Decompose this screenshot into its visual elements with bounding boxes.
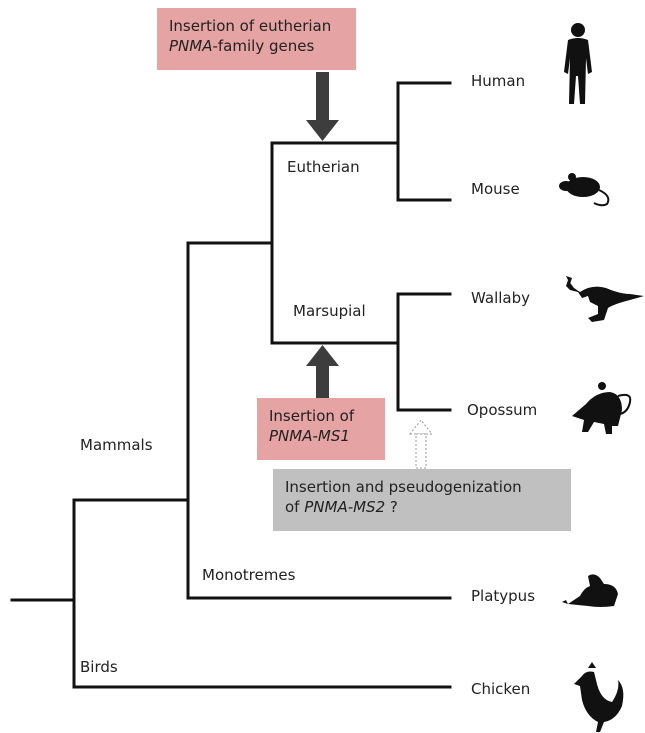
platypus-icon [562, 574, 618, 607]
ms1-insertion-line2: PNMA-MS1 [269, 426, 373, 446]
taxon-label-human: Human [471, 72, 525, 90]
taxon-label-opossum: Opossum [467, 401, 537, 419]
ms1-insertion-line1: Insertion of [269, 406, 373, 426]
ms2-uncertain-arrow [410, 420, 432, 468]
ms1-insertion-box: Insertion of PNMA-MS1 [257, 398, 385, 460]
rooster-icon [574, 662, 623, 732]
pnma-ms2-gene-name: PNMA-MS2 [304, 498, 385, 516]
taxon-label-platypus: Platypus [471, 587, 535, 605]
eutherian-insertion-line2: PNMA-family genes [169, 36, 344, 56]
clade-label-mammals: Mammals [80, 436, 153, 454]
taxon-label-chicken: Chicken [471, 680, 530, 698]
ms2-insertion-line2: of PNMA-MS2 ? [285, 497, 559, 517]
wallaby-icon [566, 276, 644, 322]
mouse-icon [559, 173, 608, 205]
clade-label-birds: Birds [80, 658, 118, 676]
ms2-insertion-line1: Insertion and pseudogenization [285, 477, 559, 497]
eutherian-insertion-rest: -family genes [212, 37, 314, 55]
clade-label-eutherian: Eutherian [287, 158, 360, 176]
eutherian-insertion-arrow [306, 72, 339, 141]
ms2-suffix: ? [385, 498, 398, 516]
ms2-insertion-box: Insertion and pseudogenization of PNMA-M… [273, 469, 571, 531]
ms2-prefix: of [285, 498, 304, 516]
eutherian-insertion-box: Insertion of eutherian PNMA-family genes [157, 8, 356, 70]
taxon-label-wallaby: Wallaby [471, 289, 530, 307]
human-icon [564, 23, 592, 104]
eutherian-insertion-line1: Insertion of eutherian [169, 16, 344, 36]
taxon-label-mouse: Mouse [471, 180, 520, 198]
pnma-ms1-gene-name: PNMA-MS1 [269, 427, 350, 445]
clade-label-marsupial: Marsupial [293, 302, 366, 320]
pnma-gene-name: PNMA [169, 37, 212, 55]
clade-label-monotremes: Monotremes [202, 566, 295, 584]
opossum-icon [572, 382, 630, 434]
ms1-insertion-arrow [306, 345, 339, 398]
